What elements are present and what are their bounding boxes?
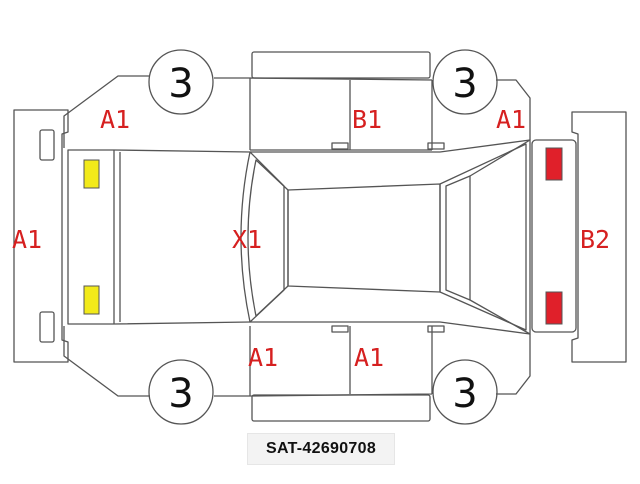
left-rear-wheel — [148, 49, 214, 115]
hood-line — [469, 139, 531, 177]
right-front-door-handle — [427, 325, 445, 333]
front-bumper-mount — [531, 139, 577, 333]
tire-left-rear-value: 3 — [168, 61, 193, 107]
front-windshield-inner — [445, 175, 471, 301]
right-front-wheel — [432, 359, 498, 425]
right-rear-door-handle — [331, 325, 349, 333]
code-front-bumper: B2 — [580, 225, 610, 254]
code-left-doors: B1 — [352, 105, 382, 134]
front-lamp-bottom-marker — [545, 291, 563, 325]
code-roof: X1 — [232, 225, 262, 254]
tire-right-rear-value: 3 — [168, 371, 193, 417]
car-body-top-view — [67, 139, 531, 335]
rear-lamp-bottom-marker — [83, 285, 100, 315]
code-left-rear-fender: A1 — [100, 105, 130, 134]
rear-windshield-inner — [247, 159, 289, 317]
left-roof-rail — [251, 51, 431, 79]
rear-bumper-slot-bottom — [39, 311, 55, 343]
rear-bumper-slot-top — [39, 129, 55, 161]
rear-bumper-panel — [13, 109, 69, 363]
roof-panel — [287, 183, 441, 293]
code-rear-bumper: A1 — [12, 225, 42, 254]
front-bumper-panel — [571, 111, 627, 363]
inspection-id-label: SAT-42690708 — [247, 433, 395, 465]
code-right-front-door: A1 — [354, 343, 384, 372]
left-side-profile — [63, 75, 531, 151]
right-roof-rail — [251, 394, 431, 422]
tire-left-front-value: 3 — [452, 61, 477, 107]
code-left-front-fender: A1 — [496, 105, 526, 134]
left-rear-door-handle — [331, 142, 349, 150]
front-lamp-top-marker — [545, 147, 563, 181]
front-windshield — [439, 143, 527, 331]
right-rear-wheel — [148, 359, 214, 425]
left-front-wheel — [432, 49, 498, 115]
tire-right-front-value: 3 — [452, 371, 477, 417]
left-front-door-handle — [427, 142, 445, 150]
right-side-profile — [63, 326, 531, 397]
code-right-rear-door: A1 — [248, 343, 278, 372]
rear-lamp-top-marker — [83, 159, 100, 189]
rear-windshield — [240, 151, 285, 323]
hood-line-lower — [469, 299, 531, 335]
